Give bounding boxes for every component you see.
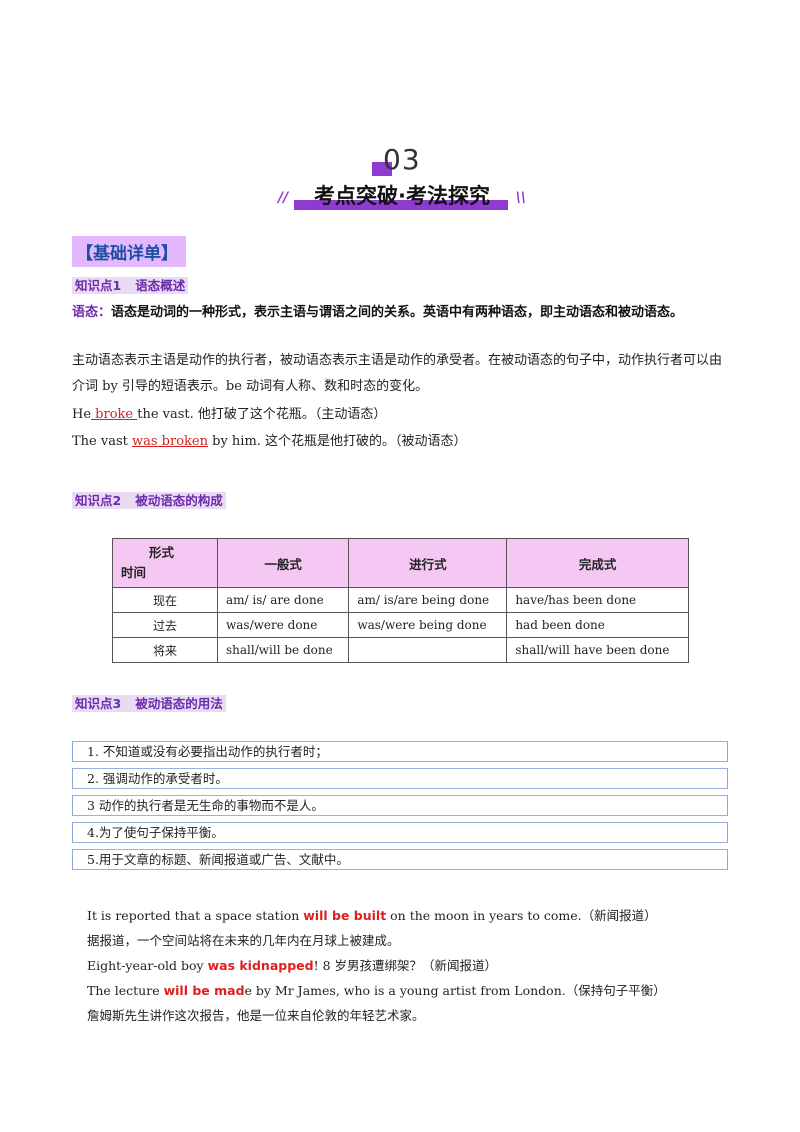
- table-row: 将来 shall/will be done shall/will have be…: [112, 637, 689, 663]
- list-item: 1. 不知道或没有必要指出动作的执行者时；: [72, 741, 728, 762]
- kp3-label: 知识点3: [75, 696, 122, 711]
- example-text: e by Mr James, who is a young artist fro…: [244, 983, 666, 998]
- table-cell: [348, 637, 508, 663]
- right-decoration: \\: [515, 190, 526, 206]
- table-corner-header: 形式 时间: [112, 538, 218, 588]
- example-text: It is reported that a space station: [87, 908, 304, 923]
- example-passive-verb: was broken: [132, 434, 208, 449]
- table-cell: was/were done: [216, 612, 350, 638]
- example-highlight: will be mad: [163, 983, 245, 998]
- kp2-title: 被动语态的构成: [135, 493, 223, 508]
- row-label: 现在: [112, 587, 218, 613]
- example-line: It is reported that a space station will…: [87, 903, 707, 928]
- table-cell: am/ is/are being done: [348, 587, 508, 613]
- table-cell: had been done: [506, 612, 689, 638]
- usage-list: 1. 不知道或没有必要指出动作的执行者时； 2. 强调动作的承受者时。 3 动作…: [72, 741, 728, 876]
- example-passive-subject: The vast: [72, 434, 132, 449]
- kp1-title: 语态概述: [135, 278, 186, 293]
- passive-form-table: 形式 时间 一般式 进行式 完成式 现在 am/ is/ are done am…: [112, 538, 689, 663]
- table-row: 过去 was/were done was/were being done had…: [112, 612, 689, 638]
- corner-bottom-label: 时间: [121, 565, 147, 580]
- kp1-label: 知识点1: [75, 278, 122, 293]
- list-item: 5.用于文章的标题、新闻报道或广告、文献中。: [72, 849, 728, 870]
- row-label: 过去: [112, 612, 218, 638]
- example-highlight: will be built: [303, 908, 387, 923]
- example-text: Eight-year-old boy: [87, 958, 208, 973]
- example-text: ! 8 岁男孩遭绑架？（新闻报道）: [313, 958, 498, 973]
- definition-paragraph: 语态：语态是动词的一种形式，表示主语与谓语之间的关系。英语中有两种语态，即主动语…: [72, 302, 732, 324]
- definition-lead: 语态：: [72, 305, 112, 320]
- kp2-heading: 知识点2 被动语态的构成: [72, 490, 226, 509]
- list-item: 3 动作的执行者是无生命的事物而不是人。: [72, 795, 728, 816]
- page-title: 考点突破·考法探究: [314, 184, 490, 208]
- definition-text: 语态是动词的一种形式，表示主语与谓语之间的关系。英语中有两种语态，即主动语态和被…: [111, 305, 684, 320]
- title-accent-bar: [294, 200, 508, 210]
- example-passive: The vast was broken by him. 这个花瓶是他打破的。（被…: [72, 430, 467, 449]
- column-header: 完成式: [506, 538, 689, 588]
- column-header: 一般式: [216, 538, 350, 588]
- number-accent-bar: [372, 162, 392, 176]
- kp3-title: 被动语态的用法: [135, 696, 223, 711]
- kp1-heading: 知识点1 语态概述: [72, 275, 189, 294]
- list-item: 4.为了使句子保持平衡。: [72, 822, 728, 843]
- page-title-block: // 考点突破·考法探究 \\: [278, 180, 526, 214]
- table-row: 现在 am/ is/ are done am/ is/are being don…: [112, 587, 689, 613]
- example-line: Eight-year-old boy was kidnapped! 8 岁男孩遭…: [87, 953, 707, 978]
- explanation-paragraph: 主动语态表示主语是动作的执行者，被动语态表示主语是动作的承受者。在被动语态的句子…: [72, 353, 723, 394]
- example-text: The lecture: [87, 983, 164, 998]
- row-label: 将来: [112, 637, 218, 663]
- section-number: 03: [383, 143, 421, 176]
- usage-examples: It is reported that a space station will…: [87, 903, 707, 1028]
- column-header: 进行式: [348, 538, 508, 588]
- example-active: He broke the vast. 他打破了这个花瓶。（主动语态）: [72, 403, 386, 422]
- table-cell: was/were being done: [348, 612, 508, 638]
- example-active-verb: broke: [91, 407, 138, 422]
- kp3-heading: 知识点3 被动语态的用法: [72, 693, 226, 712]
- corner-top-label: 形式: [149, 545, 175, 560]
- table-cell: have/has been done: [506, 587, 689, 613]
- example-line: The lecture will be made by Mr James, wh…: [87, 978, 707, 1003]
- table-cell: shall/will be done: [216, 637, 350, 663]
- example-translation: 据报道，一个空间站将在未来的几年内在月球上被建成。: [87, 933, 400, 948]
- table-header-row: 形式 时间 一般式 进行式 完成式: [112, 538, 689, 588]
- example-translation: 詹姆斯先生讲作这次报告，他是一位来自伦敦的年轻艺术家。: [87, 1008, 425, 1023]
- example-active-rest: the vast. 他打破了这个花瓶。（主动语态）: [137, 407, 387, 422]
- table-cell: am/ is/ are done: [216, 587, 350, 613]
- example-active-subject: He: [72, 407, 92, 422]
- section-heading: 【基础详单】: [72, 236, 186, 267]
- example-highlight: was kidnapped: [207, 958, 314, 973]
- left-decoration: //: [278, 190, 289, 206]
- table-cell: shall/will have been done: [506, 637, 689, 663]
- kp2-label: 知识点2: [75, 493, 122, 508]
- example-text: on the moon in years to come.（新闻报道）: [386, 908, 657, 923]
- example-passive-rest: by him. 这个花瓶是他打破的。（被动语态）: [208, 434, 467, 449]
- list-item: 2. 强调动作的承受者时。: [72, 768, 728, 789]
